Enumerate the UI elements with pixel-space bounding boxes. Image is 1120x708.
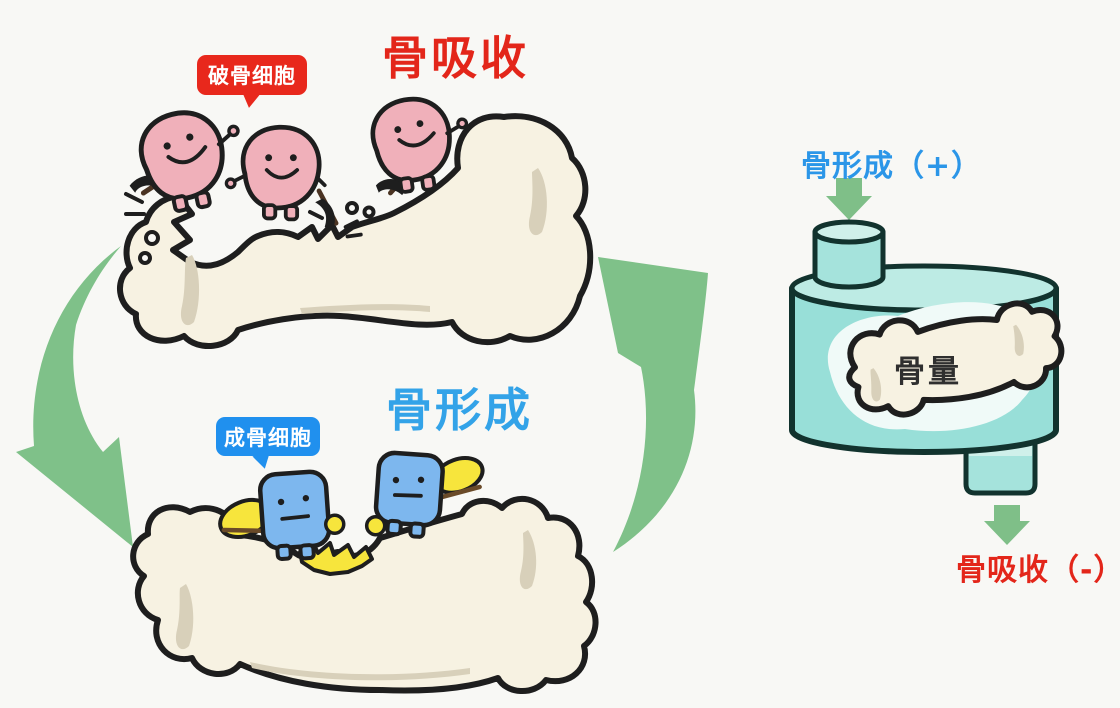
formation-plus-label: 骨形成（+） xyxy=(801,149,983,184)
bubble-tail xyxy=(240,91,260,110)
tank-bone xyxy=(846,300,1065,418)
osteoclast-cell-1 xyxy=(129,110,240,213)
inlet-pipe-top xyxy=(812,219,886,245)
upper-bone-shape xyxy=(117,113,594,350)
osteoblast-cell-1 xyxy=(218,469,346,562)
osteoblast-label-bubble: 成骨细胞 xyxy=(216,417,320,471)
bone-debris-dots xyxy=(138,201,376,265)
resorption-title: 骨吸收 xyxy=(382,31,529,85)
cycle-arrow-left-icon xyxy=(16,246,133,547)
down-arrow-top-icon xyxy=(826,178,872,220)
formation-title: 骨形成 xyxy=(386,383,533,437)
lower-bone-shadow-marks xyxy=(175,530,537,681)
yellow-mitt xyxy=(323,513,346,536)
osteoblast-cell-2 xyxy=(364,450,485,539)
new-bone-patch xyxy=(298,539,374,576)
impact-lines xyxy=(343,219,363,239)
osteoclast-label-bubble: 破骨细胞 xyxy=(197,55,307,110)
upper-bone xyxy=(117,113,594,350)
cycle-arrow-right-icon xyxy=(598,257,708,552)
impact-lines xyxy=(124,192,324,220)
lower-bone xyxy=(130,496,599,695)
bone-mass-label: 骨量 xyxy=(894,354,962,390)
osteoblast-label: 成骨细胞 xyxy=(224,425,312,450)
bone-mass-tank xyxy=(789,178,1065,545)
osteoclast-label: 破骨细胞 xyxy=(208,64,296,88)
osteoclast-cell-3 xyxy=(370,96,469,196)
down-arrow-bottom-icon xyxy=(984,505,1030,545)
pickaxe-blade-icon xyxy=(315,198,335,231)
lower-bone-shape xyxy=(130,496,599,695)
resorption-minus-label: 骨吸收（-） xyxy=(956,553,1120,588)
upper-bone-shadow-marks xyxy=(180,168,547,326)
osteoclast-cell-2 xyxy=(224,124,363,239)
yellow-mitt xyxy=(364,515,387,537)
tank-inlet-pipe xyxy=(812,229,886,290)
